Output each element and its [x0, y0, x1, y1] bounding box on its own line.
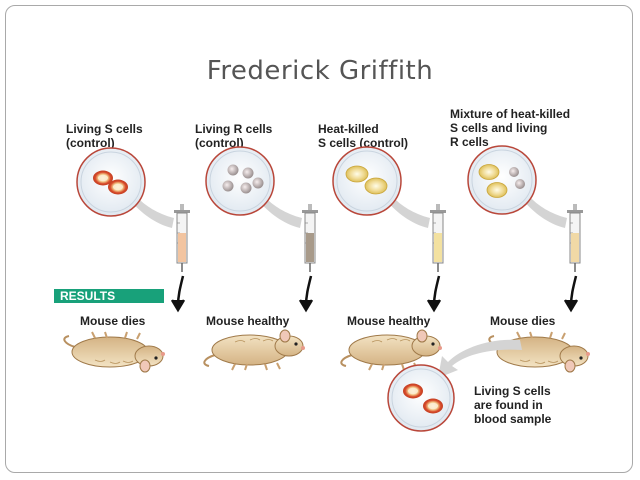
experiment-2-label: Living R cells (control)	[195, 122, 272, 150]
mouse-icon-healthy-2	[203, 329, 306, 371]
syringe-icon-4	[566, 203, 584, 273]
experiment-3-label-line-1: Heat-killed	[318, 122, 379, 136]
syringe-icon-2	[301, 203, 319, 273]
experiment-1-label-line-2: (control)	[66, 136, 115, 150]
experiment-1-label-line-1: Living S cells	[66, 122, 143, 136]
experiment-2-label-line-1: Living R cells	[195, 122, 273, 136]
experiment-4-label-line-2: S cells and living	[450, 121, 548, 135]
mouse-icon-dead-4	[488, 331, 591, 373]
petri-dish-icon-4	[467, 145, 537, 215]
blood-sample-line-3: blood sample	[474, 412, 552, 426]
experiment-1-label: Living S cells (control)	[66, 122, 143, 150]
experiment-3-label-line-2: S cells (control)	[318, 136, 409, 150]
petri-dish-icon-2	[205, 146, 275, 216]
mouse-icon-healthy-3	[340, 329, 443, 371]
mouse-icon-dead-1	[63, 331, 166, 373]
experiment-3-label: Heat-killed S cells (control)	[318, 122, 408, 150]
blood-sample-dish-icon	[387, 364, 455, 432]
blood-sample-line-1: Living S cells	[474, 384, 551, 398]
experiment-4-label-line-1: Mixture of heat-killed	[450, 107, 571, 121]
experiment-2-outcome: Mouse healthy	[206, 314, 290, 328]
down-arrow-icon-3	[426, 275, 442, 313]
slide-title: Frederick Griffith	[206, 56, 434, 86]
syringe-icon-1	[173, 203, 191, 273]
experiment-3-outcome: Mouse healthy	[347, 314, 431, 328]
experiment-2-label-line-2: (control)	[195, 136, 244, 150]
down-arrow-icon-2	[298, 275, 314, 313]
experiment-4-label: Mixture of heat-killed S cells and livin…	[450, 107, 570, 149]
petri-dish-icon-1	[76, 147, 146, 217]
syringe-icon-3	[429, 203, 447, 273]
experiment-4-outcome: Mouse dies	[490, 314, 556, 328]
injection-arrow-3	[380, 186, 430, 228]
experiment-4-label-line-3: R cells	[450, 135, 489, 149]
results-badge: RESULTS	[54, 289, 164, 303]
blood-sample-line-2: are found in	[474, 398, 543, 412]
injection-arrow-2	[252, 186, 302, 228]
petri-dish-icon-3	[332, 146, 402, 216]
curved-arrow-icon	[438, 339, 522, 378]
experiment-1-outcome: Mouse dies	[80, 314, 146, 328]
blood-sample-label: Living S cells are found in blood sample	[474, 384, 551, 426]
injection-arrow-1	[124, 186, 174, 228]
slide-frame	[5, 5, 633, 473]
down-arrow-icon-4	[563, 275, 579, 313]
injection-arrow-4	[517, 186, 567, 228]
down-arrow-icon-1	[170, 275, 186, 313]
